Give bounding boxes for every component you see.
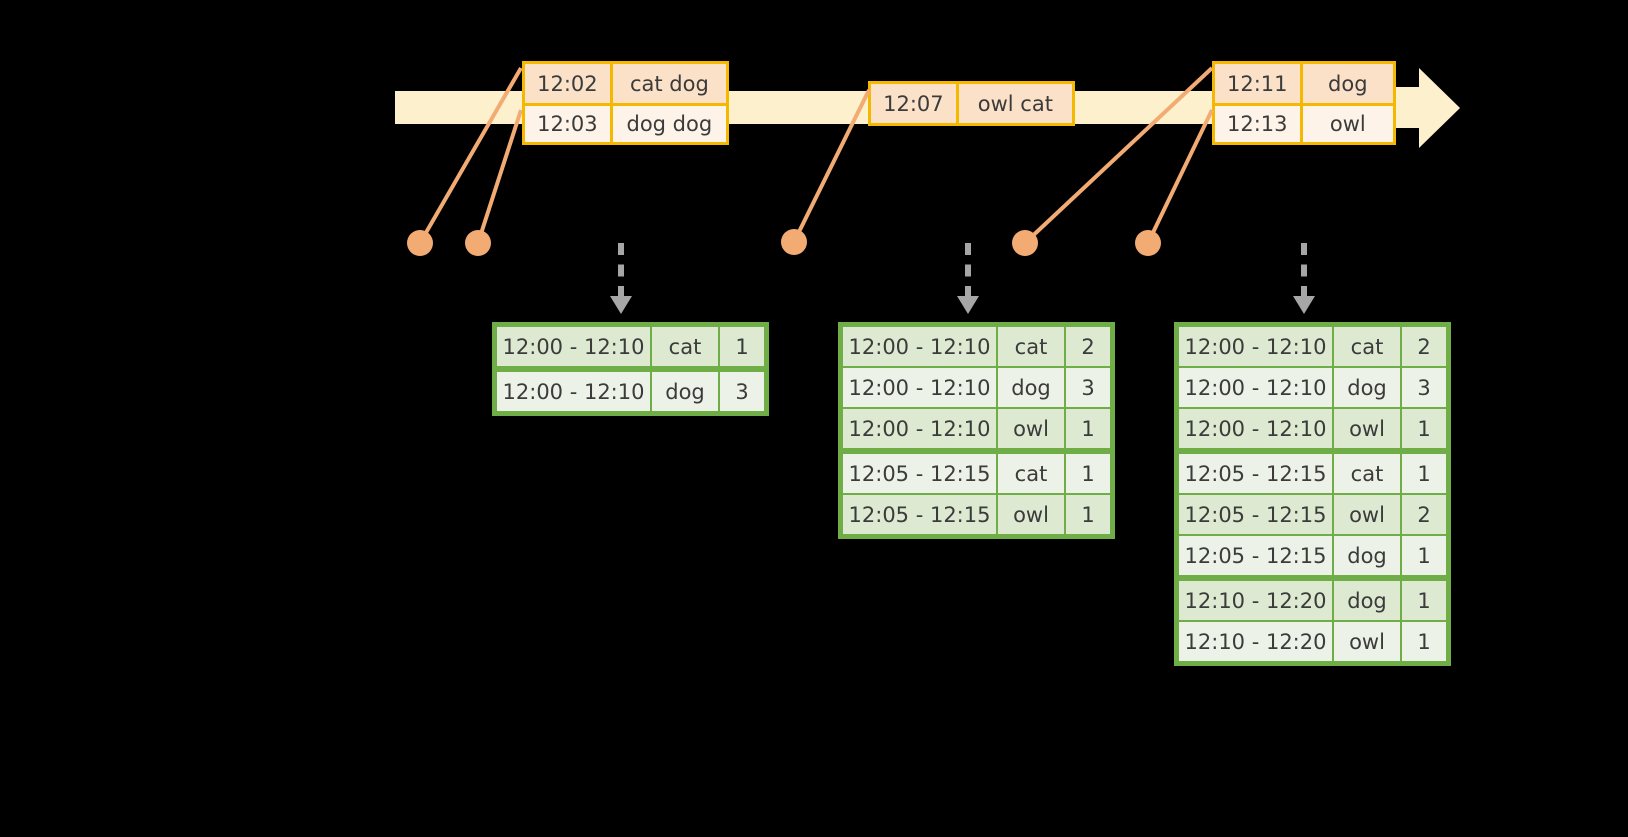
event-words: owl cat <box>955 84 1072 123</box>
event-marker-dot[interactable] <box>781 229 807 255</box>
table-row[interactable]: 12:10 - 12:20 dog 1 <box>1179 581 1446 620</box>
event-words: cat dog <box>609 64 726 103</box>
cell-count: 1 <box>1402 454 1446 493</box>
cell-count: 3 <box>1402 368 1446 407</box>
cell-word: owl <box>998 409 1064 448</box>
cell-word: owl <box>1334 622 1400 661</box>
cell-count: 2 <box>1066 327 1110 366</box>
cell-window: 12:05 - 12:15 <box>843 495 996 534</box>
connector-line-3 <box>792 89 871 243</box>
result-table-1: 12:00 - 12:10 cat 1 12:00 - 12:10 dog 3 <box>492 322 769 416</box>
cell-word: cat <box>1334 454 1400 493</box>
cell-word: dog <box>1334 368 1400 407</box>
event-marker-dot[interactable] <box>465 230 491 256</box>
table-row[interactable]: 12:00 - 12:10 cat 2 <box>1179 327 1446 366</box>
event-row[interactable]: 12:13 owl <box>1215 103 1393 142</box>
marker-connector-lines <box>418 66 1214 245</box>
table-row[interactable]: 12:05 - 12:15 cat 1 <box>843 454 1110 493</box>
table-row[interactable]: 12:00 - 12:10 cat 2 <box>843 327 1110 366</box>
cell-window: 12:05 - 12:15 <box>1179 495 1332 534</box>
cell-word: cat <box>998 454 1064 493</box>
event-group-2[interactable]: 12:07 owl cat <box>868 81 1075 126</box>
event-marker-dot[interactable] <box>1135 230 1161 256</box>
event-time: 12:11 <box>1215 64 1300 103</box>
cell-word: cat <box>1334 327 1400 366</box>
table-row[interactable]: 12:05 - 12:15 cat 1 <box>1179 454 1446 493</box>
cell-window: 12:05 - 12:15 <box>1179 536 1332 575</box>
event-marker-dot[interactable] <box>407 230 433 256</box>
result-table-2: 12:00 - 12:10 cat 2 12:00 - 12:10 dog 3 … <box>838 322 1115 539</box>
cell-window: 12:05 - 12:15 <box>843 454 996 493</box>
event-row[interactable]: 12:02 cat dog <box>525 64 726 103</box>
cell-window: 12:05 - 12:15 <box>1179 454 1332 493</box>
emit-arrow-3-icon <box>1293 243 1315 314</box>
cell-count: 1 <box>1402 409 1446 448</box>
event-time: 12:02 <box>525 64 610 103</box>
event-marker-dot[interactable] <box>1012 230 1038 256</box>
table-row[interactable]: 12:05 - 12:15 dog 1 <box>1179 536 1446 575</box>
timeline-arrow-head-icon <box>1419 68 1460 148</box>
cell-window: 12:00 - 12:10 <box>497 372 650 411</box>
cell-window: 12:10 - 12:20 <box>1179 581 1332 620</box>
cell-word: dog <box>652 372 718 411</box>
table-row[interactable]: 12:00 - 12:10 dog 3 <box>1179 368 1446 407</box>
cell-count: 2 <box>1402 495 1446 534</box>
cell-count: 1 <box>1066 454 1110 493</box>
event-group-3[interactable]: 12:11 dog 12:13 owl <box>1212 61 1396 145</box>
cell-window: 12:00 - 12:10 <box>1179 368 1332 407</box>
cell-word: owl <box>1334 409 1400 448</box>
cell-count: 1 <box>1402 622 1446 661</box>
event-words: dog dog <box>609 106 726 142</box>
event-words: owl <box>1299 106 1393 142</box>
event-time: 12:13 <box>1215 106 1300 142</box>
event-row[interactable]: 12:07 owl cat <box>871 84 1072 123</box>
table-row[interactable]: 12:10 - 12:20 owl 1 <box>1179 622 1446 661</box>
event-row[interactable]: 12:11 dog <box>1215 64 1393 103</box>
cell-word: owl <box>998 495 1064 534</box>
connector-line-2 <box>476 109 523 244</box>
emit-arrow-1-icon <box>610 243 632 314</box>
cell-count: 3 <box>720 372 764 411</box>
cell-count: 2 <box>1402 327 1446 366</box>
cell-count: 1 <box>1066 495 1110 534</box>
cell-word: cat <box>652 327 718 366</box>
table-row[interactable]: 12:00 - 12:10 owl 1 <box>1179 409 1446 448</box>
cell-word: dog <box>1334 581 1400 620</box>
table-row[interactable]: 12:00 - 12:10 dog 3 <box>843 368 1110 407</box>
table-row[interactable]: 12:00 - 12:10 dog 3 <box>497 372 764 411</box>
emit-arrow-2-icon <box>957 243 979 314</box>
cell-word: cat <box>998 327 1064 366</box>
cell-window: 12:10 - 12:20 <box>1179 622 1332 661</box>
connector-line-1 <box>418 67 523 244</box>
table-row[interactable]: 12:05 - 12:15 owl 2 <box>1179 495 1446 534</box>
cell-count: 1 <box>1402 536 1446 575</box>
table-row[interactable]: 12:00 - 12:10 cat 1 <box>497 327 764 366</box>
cell-count: 1 <box>1402 581 1446 620</box>
event-group-1[interactable]: 12:02 cat dog 12:03 dog dog <box>522 61 729 145</box>
cell-count: 1 <box>1066 409 1110 448</box>
cell-window: 12:00 - 12:10 <box>1179 327 1332 366</box>
connector-line-4 <box>1023 66 1214 245</box>
cell-window: 12:00 - 12:10 <box>843 409 996 448</box>
cell-word: dog <box>1334 536 1400 575</box>
event-time: 12:07 <box>871 84 956 123</box>
cell-word: owl <box>1334 495 1400 534</box>
cell-window: 12:00 - 12:10 <box>843 327 996 366</box>
connector-line-5 <box>1146 109 1214 244</box>
cell-count: 3 <box>1066 368 1110 407</box>
cell-window: 12:00 - 12:10 <box>843 368 996 407</box>
event-time: 12:03 <box>525 106 610 142</box>
result-table-3: 12:00 - 12:10 cat 2 12:00 - 12:10 dog 3 … <box>1174 322 1451 666</box>
event-row[interactable]: 12:03 dog dog <box>525 103 726 142</box>
table-row[interactable]: 12:00 - 12:10 owl 1 <box>843 409 1110 448</box>
event-words: dog <box>1299 64 1393 103</box>
cell-word: dog <box>998 368 1064 407</box>
cell-count: 1 <box>720 327 764 366</box>
cell-window: 12:00 - 12:10 <box>1179 409 1332 448</box>
table-row[interactable]: 12:05 - 12:15 owl 1 <box>843 495 1110 534</box>
timeline: 12:02 cat dog 12:03 dog dog 12:07 owl ca… <box>0 0 1628 300</box>
cell-window: 12:00 - 12:10 <box>497 327 650 366</box>
